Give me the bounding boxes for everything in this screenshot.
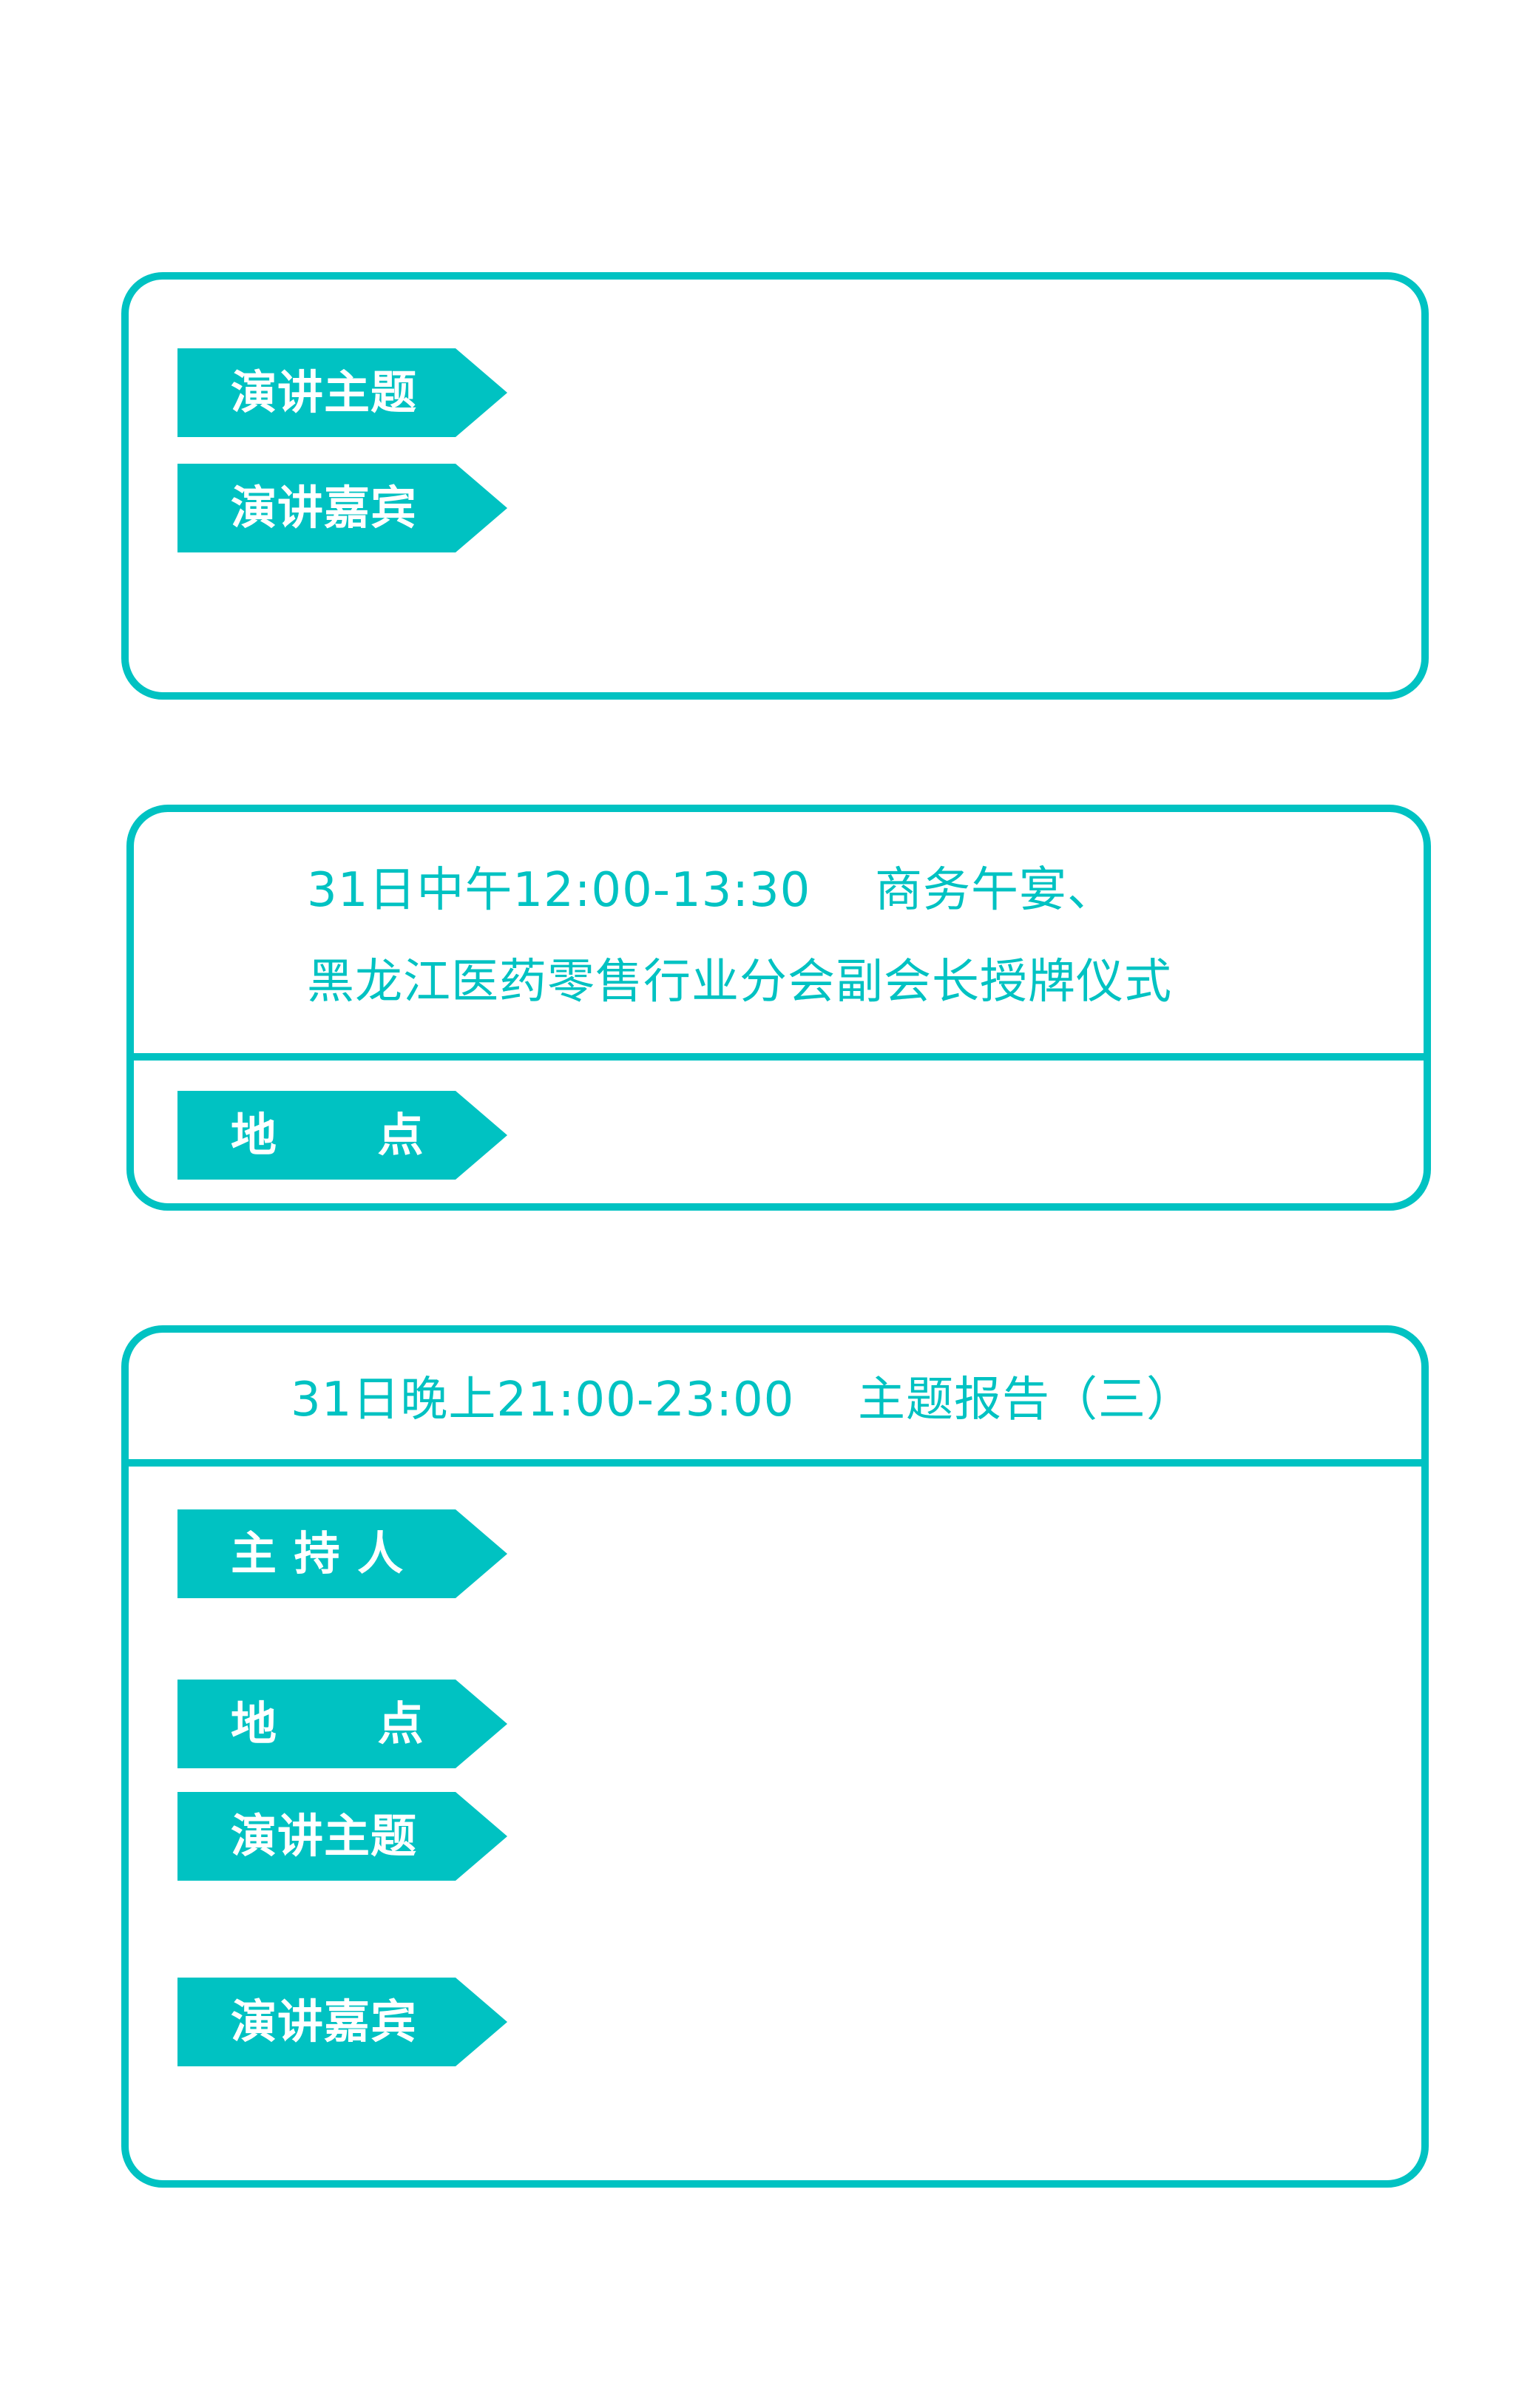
arrow-tag-icon [177, 1978, 507, 2066]
label-text: 演讲嘉宾 [231, 1995, 418, 2049]
label-speaker: 演讲嘉宾 [177, 1978, 507, 2066]
arrow-tag-icon [177, 1792, 507, 1881]
section-divider [126, 1459, 1424, 1467]
session-title-line1: 商务午宴、 [875, 863, 1115, 918]
label-location: 地 点 [177, 1680, 507, 1768]
label-host: 主 持 人 [177, 1509, 507, 1598]
arrow-tag-icon [177, 1509, 507, 1598]
label-text: 演讲主题 [231, 365, 418, 419]
arrow-tag-icon [177, 464, 507, 552]
label-speaker: 演讲嘉宾 [177, 464, 507, 552]
label-text: 主 持 人 [231, 1526, 405, 1580]
label-text: 地 点 [231, 1108, 424, 1162]
section-divider [132, 1053, 1426, 1061]
arrow-tag-icon [177, 1680, 507, 1768]
label-text: 地 点 [231, 1697, 424, 1751]
session-time: 31日中午12:00-13:30 [307, 863, 811, 918]
session-title: 主题报告（三） [858, 1373, 1194, 1427]
label-text: 演讲嘉宾 [231, 481, 418, 535]
label-speech-topic: 演讲主题 [177, 1792, 507, 1881]
session-title-line2: 黑龙江医药零售行业分会副会长授牌仪式 [307, 955, 1172, 1009]
label-speech-topic: 演讲主题 [177, 348, 507, 437]
label-text: 演讲主题 [231, 1809, 418, 1863]
label-location: 地 点 [177, 1091, 507, 1180]
arrow-tag-icon [177, 1091, 507, 1180]
arrow-tag-icon [177, 348, 507, 437]
session-time: 31日晚上21:00-23:00 [291, 1373, 795, 1427]
